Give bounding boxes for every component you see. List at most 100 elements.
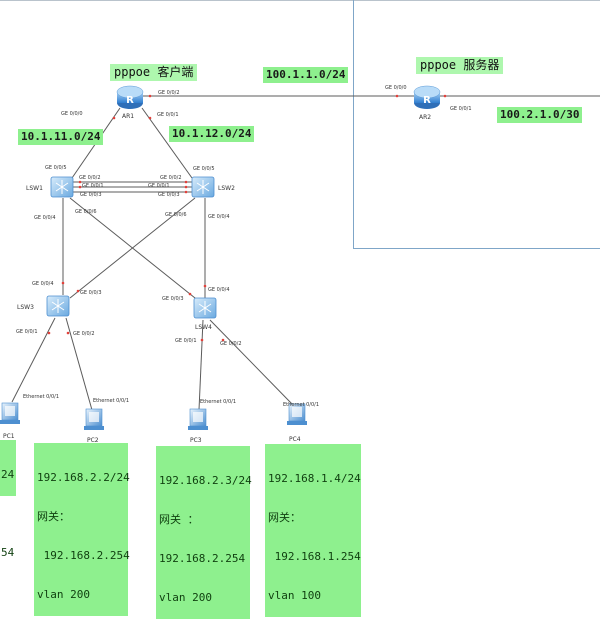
pc2-vlan: vlan 200 xyxy=(37,588,90,601)
port-label-lsw2-g002: GE 0/0/2 xyxy=(160,175,182,181)
port-label-lsw1-g006: GE 0/0/6 xyxy=(75,209,97,215)
pc4-icon[interactable] xyxy=(287,403,307,425)
pc1-ip-partial: 24 xyxy=(1,468,15,481)
svg-text:R: R xyxy=(126,95,134,106)
link-lsw2-lsw3 xyxy=(69,197,196,299)
port-label-lsw4-g001: GE 0/0/1 xyxy=(175,338,197,344)
device-name-pc3: PC3 xyxy=(190,437,202,444)
port-label-lsw1-g004: GE 0/0/4 xyxy=(34,215,56,221)
port-dot xyxy=(66,331,70,335)
port-dot xyxy=(395,94,399,98)
port-label-lsw2-g005: GE 0/0/5 xyxy=(193,166,215,172)
pc3-info-box: 192.168.2.3/24 网关 ： 192.168.2.254 vlan 2… xyxy=(156,446,252,619)
port-dot xyxy=(221,338,225,342)
link-ar1-lsw2 xyxy=(141,107,193,179)
port-label-lsw2-g006: GE 0/0/6 xyxy=(165,212,187,218)
pc3-gw-label: 网关 ： xyxy=(159,513,199,526)
pc3-ip: 192.168.2.3/24 xyxy=(159,474,252,487)
port-dot xyxy=(200,338,204,342)
svg-text:R: R xyxy=(423,95,431,106)
subnet-label-ar1-lsw2: 10.1.12.0/24 xyxy=(169,126,255,142)
port-label-lsw1-g001: GE 0/0/1 xyxy=(82,183,104,189)
pc1-info-box: 24 54 xyxy=(0,440,16,559)
pc2-info-box: 192.168.2.2/24 网关： 192.168.2.254 vlan 20… xyxy=(34,443,130,616)
device-name-pc1: PC1 xyxy=(3,433,15,440)
port-label-ar2-g001: GE 0/0/1 xyxy=(450,106,472,112)
canvas-top-border xyxy=(0,0,600,1)
port-dot xyxy=(148,94,152,98)
port-label-lsw3-g002: GE 0/0/2 xyxy=(73,331,95,337)
server-area-box[interactable] xyxy=(353,0,600,249)
port-label-lsw2-g003: GE 0/0/3 xyxy=(158,192,180,198)
port-dot xyxy=(78,180,82,184)
pc3-icon[interactable] xyxy=(188,408,208,430)
port-label-lsw3-g004: GE 0/0/4 xyxy=(32,281,54,287)
pc4-gw: 192.168.1.254 xyxy=(268,550,361,563)
port-dot xyxy=(184,185,188,189)
port-label-pc4-eth: Ethernet 0/0/1 xyxy=(283,402,320,408)
port-dot xyxy=(47,331,51,335)
port-label-ar2-g000: GE 0/0/0 xyxy=(385,85,407,91)
switch-lsw3-icon[interactable] xyxy=(46,295,70,317)
pc1-gw-partial: 54 xyxy=(1,546,15,559)
port-label-lsw4-g002: GE 0/0/2 xyxy=(220,341,242,347)
topology-canvas: R R xyxy=(0,85,600,430)
port-label-pc1-eth: Ethernet 0/0/1 xyxy=(23,394,60,400)
link-lsw4-pc4 xyxy=(209,319,294,406)
subnet-label-ar1-lsw1: 10.1.11.0/24 xyxy=(18,129,104,145)
port-dot xyxy=(203,284,207,288)
pc2-ip: 192.168.2.2/24 xyxy=(37,471,130,484)
port-label-lsw3-g001: GE 0/0/1 xyxy=(16,329,38,335)
pc2-gw: 192.168.2.254 xyxy=(37,549,130,562)
device-name-lsw2: LSW2 xyxy=(218,185,235,192)
link-lsw3-pc2 xyxy=(65,317,93,411)
device-name-pc4: PC4 xyxy=(289,436,301,443)
port-label-lsw2-g004: GE 0/0/4 xyxy=(208,214,230,220)
switch-lsw1-icon[interactable] xyxy=(50,176,74,198)
pc3-gw: 192.168.2.254 xyxy=(159,552,246,565)
router-ar1-icon[interactable]: R xyxy=(116,85,144,109)
port-label-lsw3-g003: GE 0/0/3 xyxy=(80,290,102,296)
port-label-lsw1-g003: GE 0/0/3 xyxy=(80,192,102,198)
pc4-info-box: 192.168.1.4/24 网关： 192.168.1.254 vlan 10… xyxy=(265,444,361,617)
port-label-pc3-eth: Ethernet 0/0/1 xyxy=(200,399,237,405)
port-dot xyxy=(78,185,82,189)
device-name-pc2: PC2 xyxy=(87,437,99,444)
port-dot xyxy=(148,116,152,120)
port-dot xyxy=(112,116,116,120)
device-name-lsw1: LSW1 xyxy=(26,185,43,192)
server-title: pppoe 服务器 xyxy=(416,57,504,74)
router-ar2-icon[interactable]: R xyxy=(413,85,441,109)
port-dot xyxy=(61,281,65,285)
subnet-label-ar2-out: 100.2.1.0/30 xyxy=(497,107,583,123)
port-label-pc2-eth: Ethernet 0/0/1 xyxy=(93,398,130,404)
port-dot xyxy=(188,292,192,296)
device-name-ar2: AR2 xyxy=(419,114,432,121)
link-lsw4-pc3 xyxy=(198,319,204,411)
port-label-lsw4-g004: GE 0/0/4 xyxy=(208,287,230,293)
port-dot xyxy=(443,94,447,98)
pc1-icon[interactable] xyxy=(0,402,20,424)
port-dot xyxy=(184,180,188,184)
pc4-gw-label: 网关： xyxy=(268,511,301,524)
port-label-lsw1-g005: GE 0/0/5 xyxy=(45,165,67,171)
port-dot xyxy=(76,289,80,293)
pc4-vlan: vlan 100 xyxy=(268,589,321,602)
port-label-lsw1-g002: GE 0/0/2 xyxy=(79,175,101,181)
device-name-ar1: AR1 xyxy=(122,113,135,120)
pc3-vlan: vlan 200 xyxy=(159,591,212,604)
pc2-icon[interactable] xyxy=(84,408,104,430)
link-lsw1-lsw4 xyxy=(69,197,201,303)
device-name-lsw3: LSW3 xyxy=(17,304,34,311)
port-label-ar1-g000: GE 0/0/0 xyxy=(61,111,83,117)
pc2-gw-label: 网关： xyxy=(37,510,70,523)
subnet-label-ar1-ar2: 100.1.1.0/24 xyxy=(263,67,349,83)
device-name-lsw4: LSW4 xyxy=(195,324,212,331)
link-lsw3-pc1 xyxy=(11,317,56,403)
switch-lsw2-icon[interactable] xyxy=(191,176,215,198)
switch-lsw4-icon[interactable] xyxy=(193,297,217,319)
port-label-lsw2-g001: GE 0/0/1 xyxy=(148,183,170,189)
client-title: pppoe 客户端 xyxy=(110,64,198,81)
port-label-ar1-g002: GE 0/0/2 xyxy=(158,90,180,96)
port-dot xyxy=(184,190,188,194)
